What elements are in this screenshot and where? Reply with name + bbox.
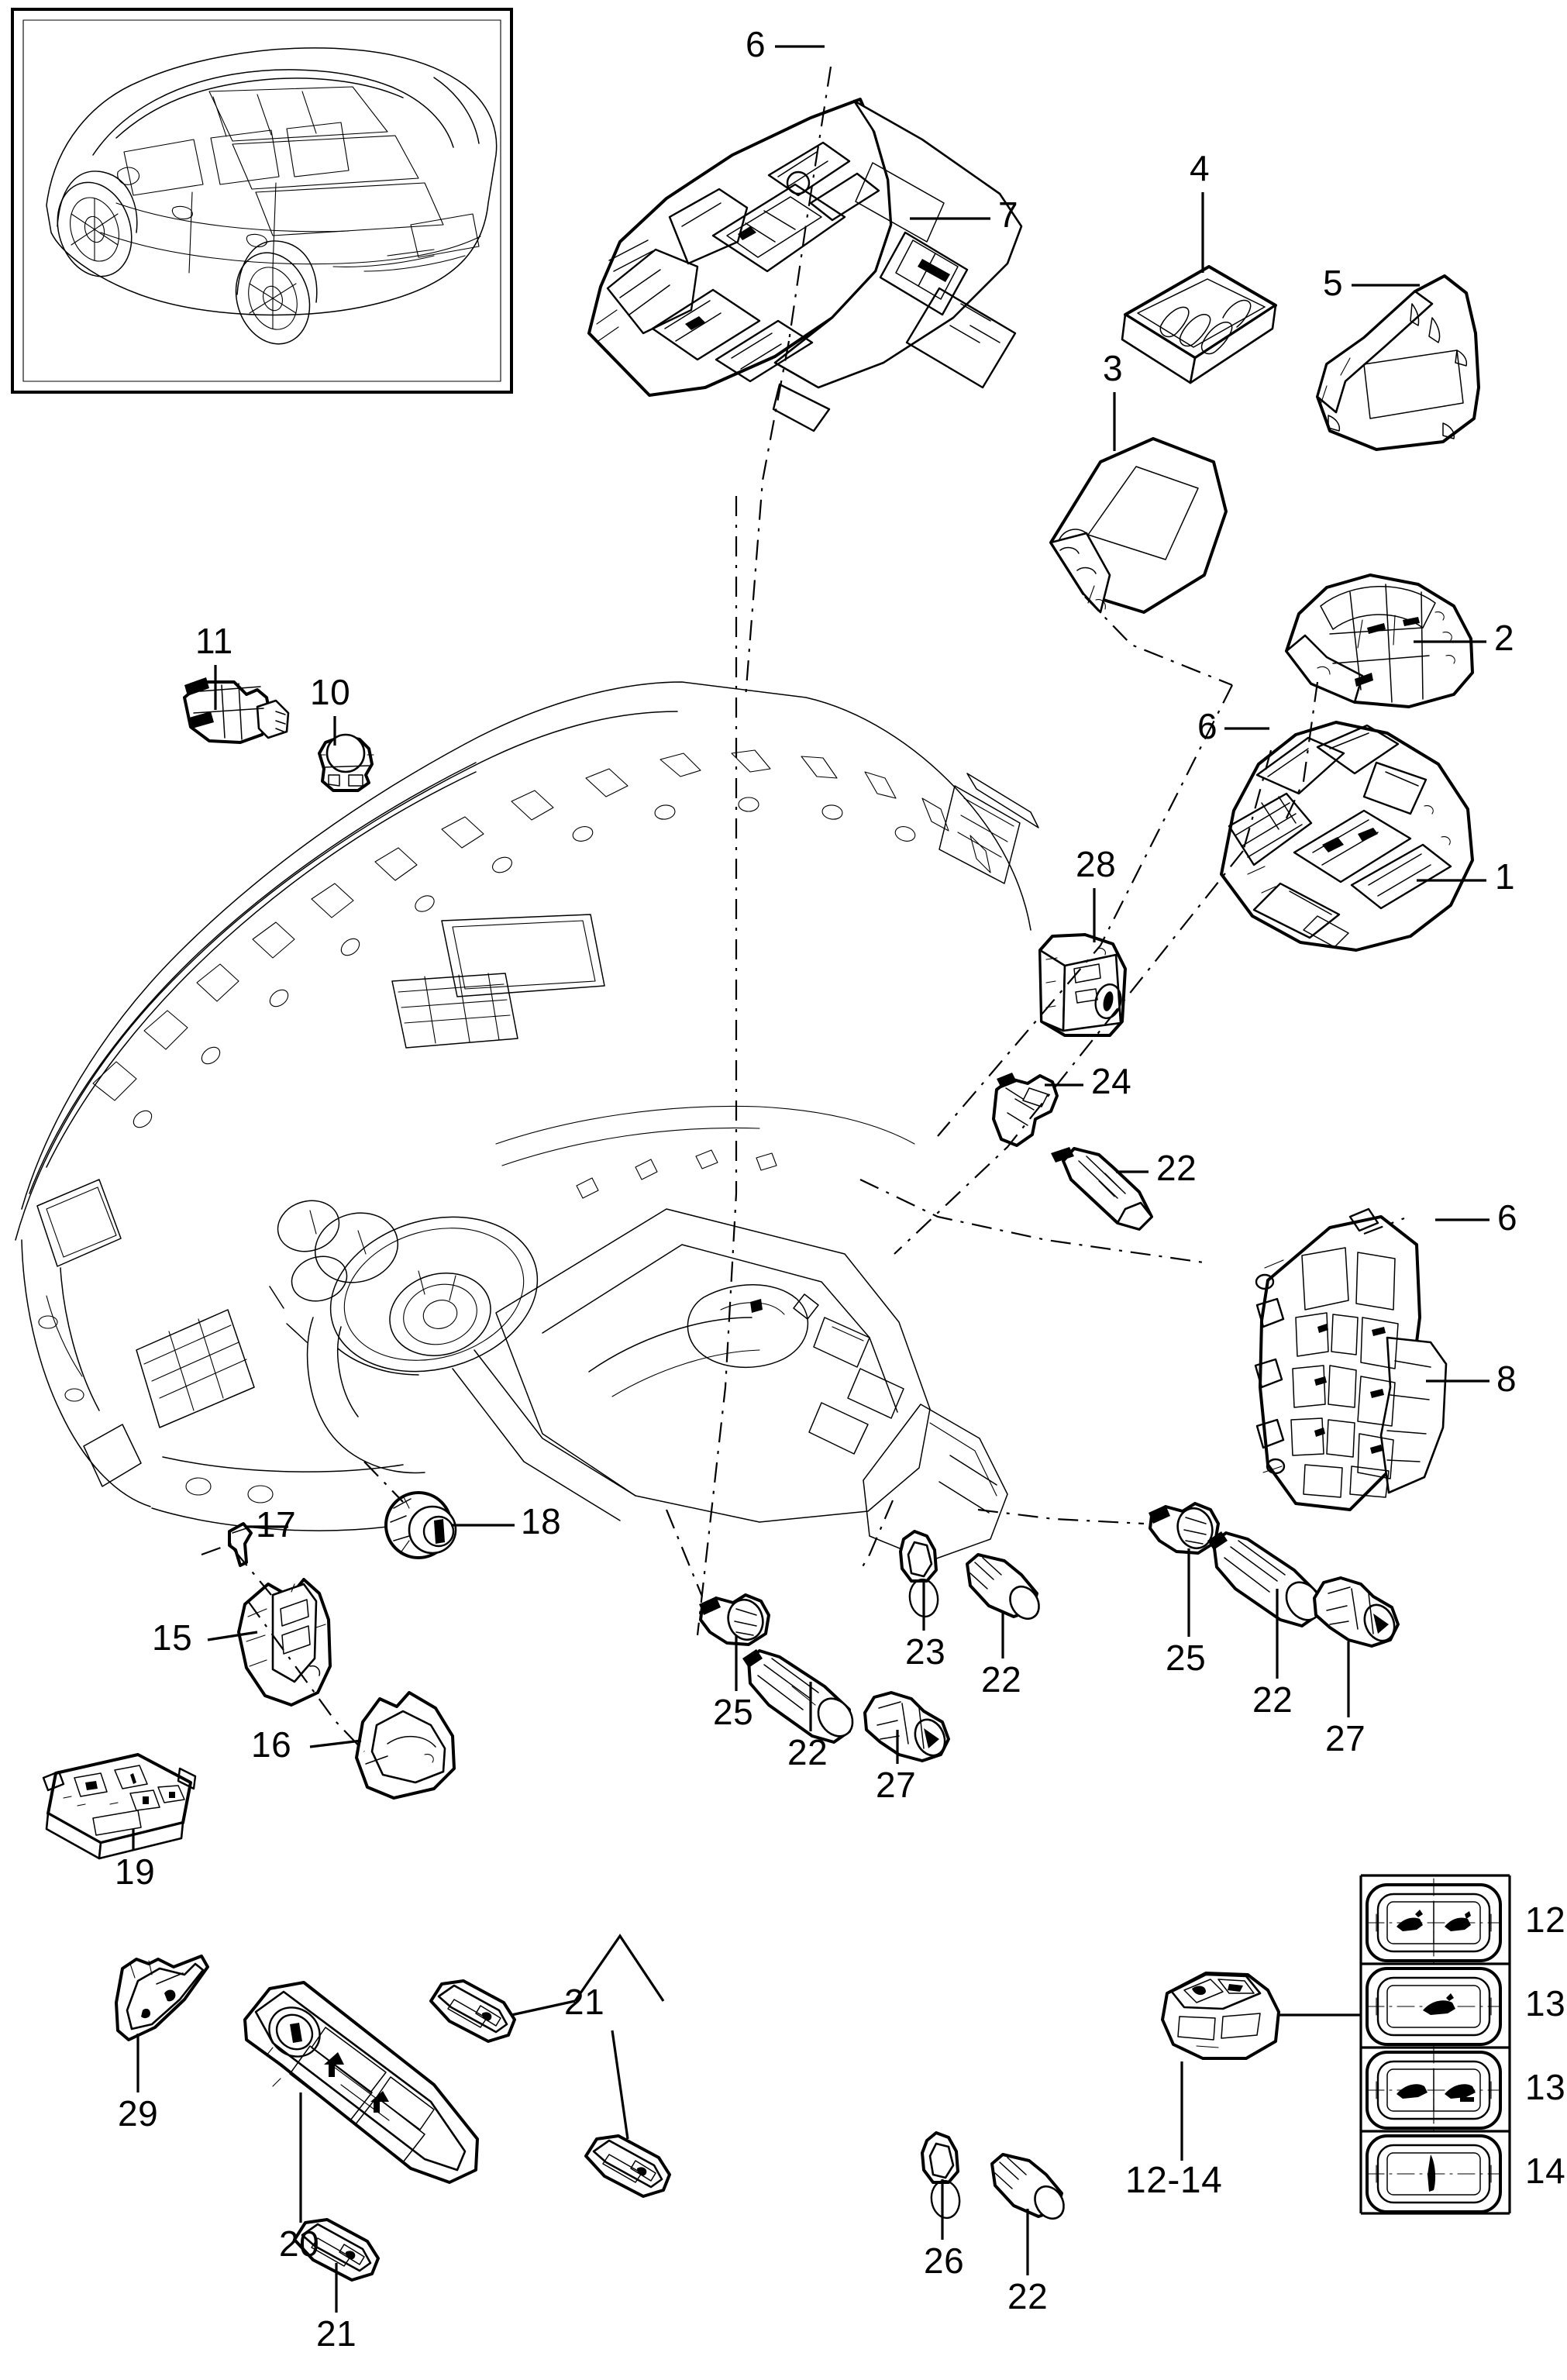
callout-13b: 13 [1525, 2067, 1566, 2107]
callout-15: 15 [152, 1617, 193, 1658]
callout-22c: 22 [981, 1659, 1022, 1700]
callout-23: 23 [905, 1631, 946, 1672]
callout-21b: 21 [316, 2313, 357, 2354]
part-10-round-button-switch [318, 733, 374, 792]
part-25-connector-b [1149, 1502, 1220, 1555]
callout-11: 11 [195, 621, 233, 661]
callout-20: 20 [279, 2223, 320, 2264]
callout-8: 8 [1496, 1359, 1517, 1399]
callout-22a: 22 [1156, 1148, 1197, 1188]
part-16-trim-cover [355, 1691, 456, 1800]
part-18-rotary-light-switch [384, 1491, 457, 1559]
part-29-mirror-switch [115, 1955, 209, 2041]
switch-variant-14 [1366, 2134, 1502, 2213]
callout-27b: 27 [1325, 1718, 1366, 1758]
callout-27a: 27 [876, 1765, 917, 1805]
callout-12-14: 12-14 [1125, 2160, 1223, 2201]
callout-19: 19 [115, 1851, 156, 1892]
part-21-passenger-window-switch-a [429, 1979, 516, 2043]
instrument-panel-assembly [15, 681, 1039, 1562]
callout-16: 16 [251, 1724, 292, 1765]
callout-6b: 6 [1197, 706, 1218, 746]
part-27-lighter-element-b [1313, 1576, 1400, 1648]
part-21-passenger-window-switch-c [293, 2218, 380, 2282]
part-22-lamp-socket-e [990, 2153, 1065, 2220]
callout-25b: 25 [1166, 1638, 1207, 1678]
part-3-module-cover [1049, 437, 1228, 614]
callout-5: 5 [1323, 263, 1344, 303]
part-20-driver-window-switch-cluster [243, 1981, 479, 2184]
vehicle-illustration [11, 8, 513, 394]
callout-6a: 6 [746, 24, 766, 64]
part-17-small-screw [228, 1522, 253, 1567]
callout-18: 18 [521, 1501, 562, 1541]
part-15-switch-carrier [237, 1578, 332, 1707]
part-22-lamp-socket-c [966, 1553, 1040, 1621]
callout-2: 2 [1494, 618, 1515, 658]
callout-24: 24 [1091, 1061, 1132, 1101]
part-12-14-seat-switch-generic [1161, 1972, 1280, 2060]
part-22-lamp-socket-d [1207, 1531, 1322, 1627]
part-28-key-slot-switch [1038, 933, 1127, 1037]
part-19-seat-memory-panel [42, 1753, 197, 1860]
part-5-vent-housing [1316, 274, 1480, 451]
callout-6c: 6 [1497, 1197, 1518, 1238]
part-11-cylinder-switch [183, 677, 290, 744]
callout-29: 29 [118, 2093, 159, 2134]
part-23-socket-cap-ring [899, 1530, 939, 1618]
callout-22d: 22 [1252, 1679, 1293, 1720]
callout-3: 3 [1103, 348, 1124, 388]
part-8-console-control-panel [1254, 1207, 1448, 1511]
switch-variant-12 [1366, 1878, 1502, 1968]
switch-variant-bracket [1359, 1874, 1511, 2215]
callout-1: 1 [1495, 856, 1516, 897]
callout-28: 28 [1076, 844, 1117, 884]
callout-4: 4 [1190, 148, 1211, 188]
callout-25a: 25 [713, 1692, 754, 1732]
leader-lines [132, 45, 1490, 2313]
switch-variant-13b [1366, 2045, 1502, 2135]
part-21-passenger-window-switch-b [584, 2134, 671, 2198]
callout-7: 7 [998, 195, 1019, 235]
part-4-vent-insert [1121, 265, 1277, 384]
callout-26: 26 [924, 2241, 965, 2281]
part-22-lamp-socket-a [1051, 1147, 1153, 1231]
part-1-climate-control-unit [1220, 721, 1474, 952]
callout-13a: 13 [1525, 1983, 1566, 2024]
callout-17: 17 [256, 1504, 297, 1545]
part-25-connector-a [699, 1593, 770, 1646]
part-7-console-trim [587, 98, 1023, 432]
callout-14: 14 [1525, 2151, 1566, 2191]
part-22-lamp-socket-b [742, 1649, 854, 1744]
callout-10: 10 [310, 672, 351, 712]
part-24-contact-holder [992, 1073, 1059, 1147]
callout-22e: 22 [1007, 2276, 1049, 2316]
switch-variant-13a [1366, 1967, 1502, 2046]
part-27-lighter-element-a [863, 1691, 950, 1762]
part-2-climate-bezel [1285, 573, 1474, 708]
part-26-socket-cap [921, 2131, 961, 2220]
callout-21a: 21 [564, 1982, 605, 2022]
callout-22b: 22 [787, 1732, 828, 1772]
callout-12: 12 [1525, 1900, 1566, 1940]
